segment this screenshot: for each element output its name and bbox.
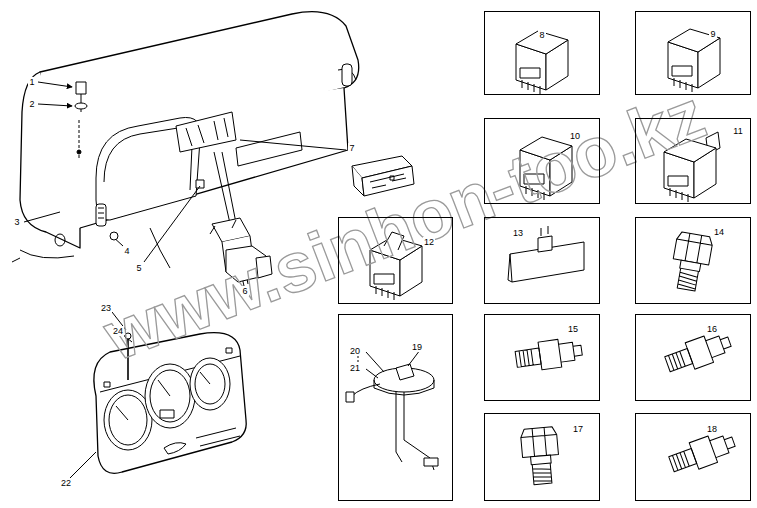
callout-number: 12 xyxy=(423,237,435,247)
callout-number: 21 xyxy=(349,363,361,373)
callout-number: 14 xyxy=(713,227,725,237)
callout-number: 10 xyxy=(569,131,581,141)
part-panel: 12 xyxy=(338,217,453,304)
callout-number: 18 xyxy=(706,424,718,434)
part-panel: 10 xyxy=(484,118,600,204)
callout-number: 19 xyxy=(411,342,423,352)
part-panel: 16 xyxy=(635,314,751,401)
callout-number: 8 xyxy=(538,30,545,40)
callout-number: 1 xyxy=(28,77,35,87)
part-panel: 18 xyxy=(635,413,751,501)
part-panel: 15 xyxy=(484,314,600,401)
callout-number: 7 xyxy=(348,143,355,153)
callout-number: 11 xyxy=(732,126,743,136)
part-panel: 14 xyxy=(635,217,751,304)
callout-number: 20 xyxy=(349,346,361,356)
callout-number: 17 xyxy=(572,424,584,434)
part-panel: 11 xyxy=(635,118,751,204)
callout-number: 2 xyxy=(28,99,35,109)
callout-number: 4 xyxy=(123,246,130,256)
callout-number: 24 xyxy=(112,326,124,336)
callout-number: 16 xyxy=(706,324,718,334)
callout-number: 15 xyxy=(567,324,579,334)
part-panel: 9 xyxy=(635,11,751,95)
callout-number: 23 xyxy=(100,303,112,313)
part-panel: 8 xyxy=(484,11,600,95)
callout-number: 6 xyxy=(241,286,248,296)
callout-number: 9 xyxy=(709,29,716,39)
part-panel: 17 xyxy=(484,413,600,501)
part-panel: 13 xyxy=(484,217,600,304)
callout-number: 22 xyxy=(60,478,72,488)
callout-number: 13 xyxy=(512,228,524,238)
part-panel: 19 20 21 xyxy=(338,314,453,501)
callout-number: 5 xyxy=(135,263,142,273)
callout-number: 3 xyxy=(13,217,20,227)
